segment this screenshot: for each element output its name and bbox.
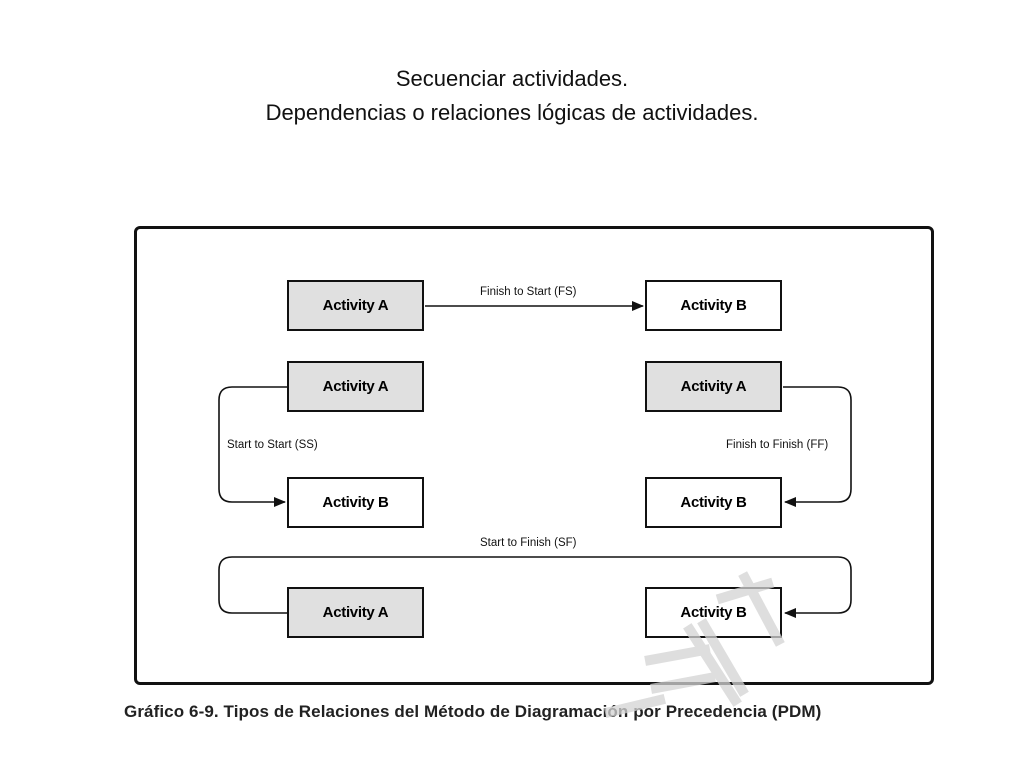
fs-activity-a: Activity A [287,280,424,331]
ss-label: Start to Start (SS) [227,439,318,451]
ss-connector [218,386,287,507]
figure-caption: Gráfico 6-9. Tipos de Relaciones del Mét… [124,702,822,721]
fs-activity-b: Activity B [645,280,782,331]
slide-title-line-2: Dependencias o relaciones lógicas de act… [265,100,759,125]
slide-title-line-1: Secuenciar actividades. [395,66,629,91]
fs-label: Finish to Start (FS) [480,286,577,298]
ff-activity-a: Activity A [645,361,782,412]
ff-label: Finish to Finish (FF) [726,439,829,451]
sf-label: Start to Finish (SF) [480,537,577,549]
ss-activity-a: Activity A [287,361,424,412]
ss-activity-b: Activity B [287,477,424,528]
ff-connector [783,386,852,507]
ff-activity-b: Activity B [645,477,782,528]
sf-activity-b: Activity B [645,587,782,638]
sf-connector [218,556,852,618]
sf-activity-a: Activity A [287,587,424,638]
diagram-frame [134,226,934,685]
